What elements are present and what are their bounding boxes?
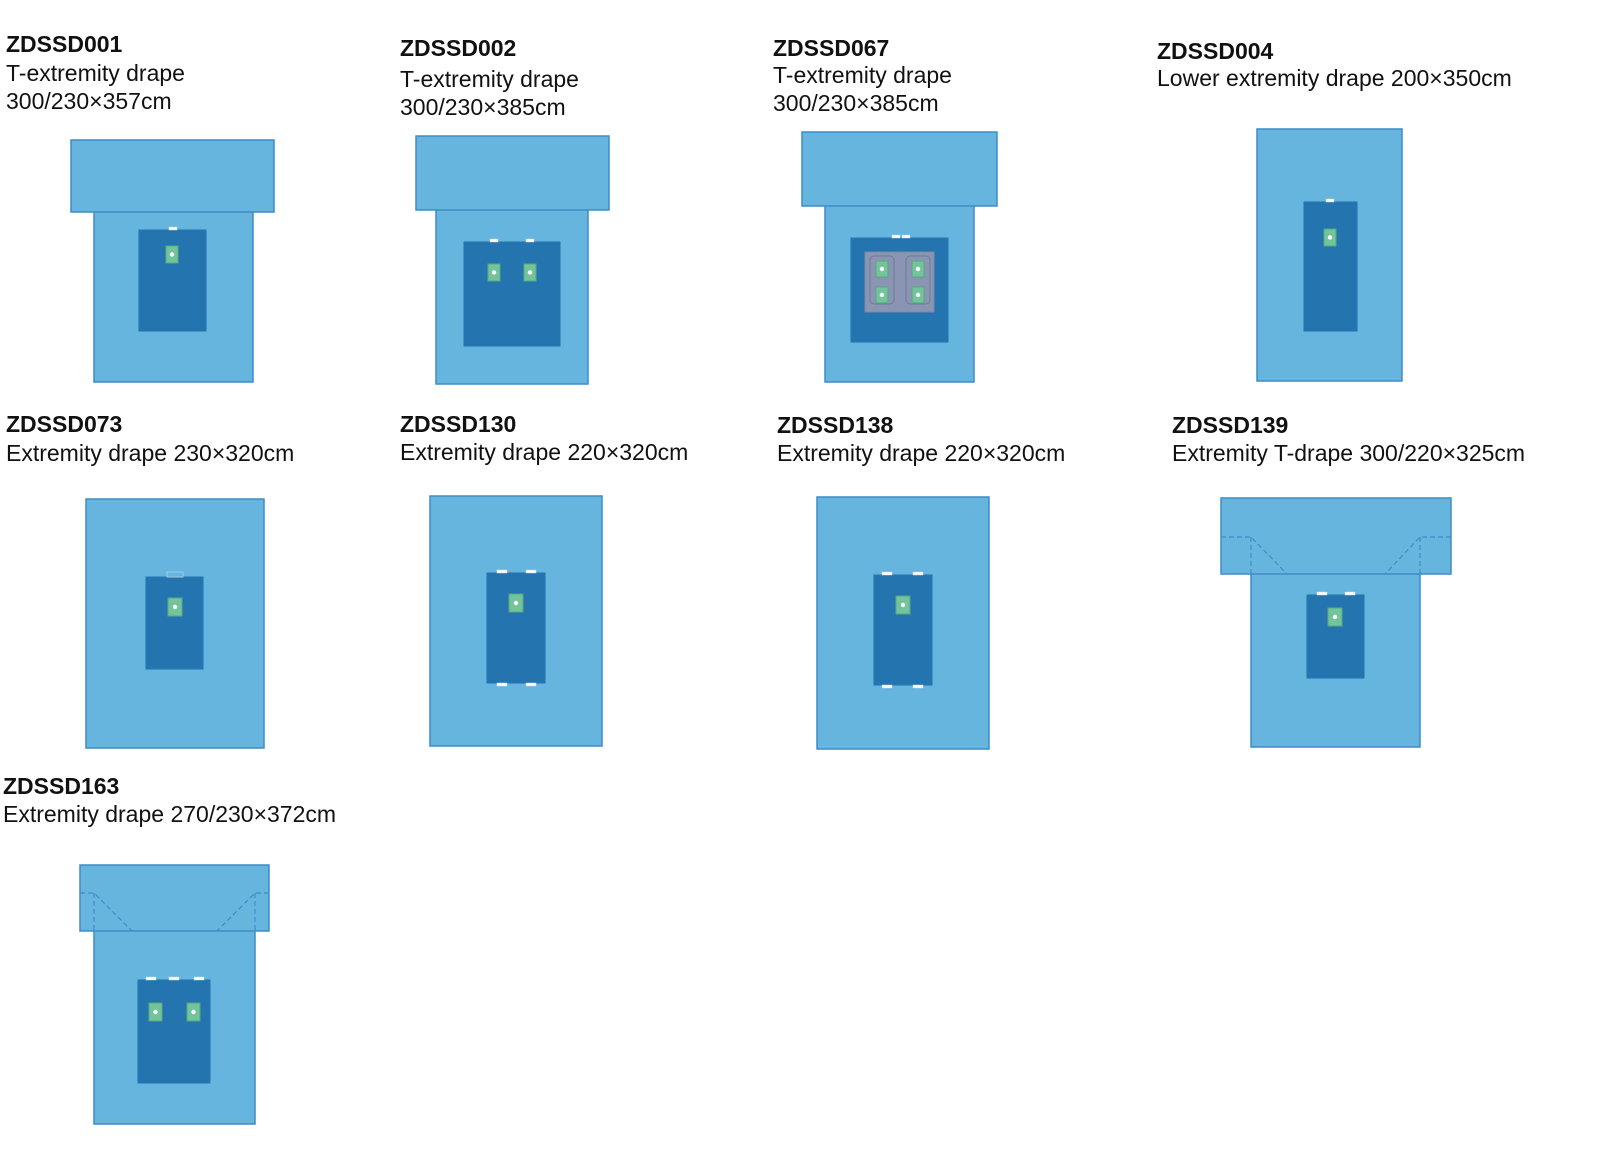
tape-tab (145, 976, 157, 981)
tape-tab (1325, 198, 1335, 203)
fenestration-hole (879, 266, 885, 272)
fenestration-area (873, 574, 933, 686)
fold-line (216, 892, 269, 932)
drape-top-wing (79, 864, 270, 932)
fenestration-hole (1332, 614, 1338, 620)
tape-tab (496, 569, 508, 574)
fenestration-hole (879, 292, 885, 298)
tape-tab (912, 684, 924, 689)
fold-line (1384, 536, 1451, 575)
drape-zdssd139 (1220, 497, 1452, 748)
tape-tab (525, 238, 535, 243)
drape-zdssd138 (816, 496, 990, 750)
fenestration-hole (169, 252, 175, 257)
tape-tab (901, 234, 911, 239)
product-size: 300/230×357cm (6, 88, 172, 114)
drape-top-wing (70, 139, 275, 213)
fenestration-hole (527, 270, 533, 275)
tape-tab (881, 571, 893, 576)
product-code: ZDSSD004 (1157, 38, 1274, 64)
fenestration-hole (153, 1009, 158, 1015)
fold-line (1221, 536, 1288, 575)
fenestration-hole (491, 270, 497, 275)
tape-tab (881, 684, 893, 689)
product-description: T-extremity drape (6, 60, 185, 86)
fenestration-hole (1327, 235, 1333, 240)
fenestration-hole (915, 266, 921, 272)
tube-holder (166, 571, 184, 578)
tape-tab (912, 571, 924, 576)
product-code: ZDSSD002 (400, 35, 517, 61)
tape-tab (489, 238, 499, 243)
drape-zdssd130 (429, 495, 603, 747)
tape-tab (496, 682, 508, 687)
fenestration-area (1306, 594, 1365, 679)
drape-zdssd004 (1256, 128, 1403, 382)
tape-tab (525, 682, 537, 687)
fold-line (80, 892, 133, 932)
product-code: ZDSSD130 (400, 411, 517, 437)
drape-body (816, 496, 990, 750)
drape-top-wing (801, 131, 998, 207)
tape-tab (168, 976, 180, 981)
fenestration-hole (915, 292, 921, 298)
tape-tab (193, 976, 205, 981)
product-code: ZDSSD139 (1172, 412, 1289, 438)
drape-zdssd001 (70, 139, 275, 383)
product-code: ZDSSD067 (773, 35, 890, 61)
product-description: Extremity T-drape 300/220×325cm (1172, 440, 1526, 466)
fenestration-hole (513, 600, 519, 606)
fenestration-area (463, 241, 561, 347)
fenestration-area (1303, 201, 1358, 332)
tape-tab (891, 234, 901, 239)
product-code: ZDSSD001 (6, 31, 123, 57)
drape-zdssd067 (801, 131, 998, 383)
drape-top-wing (1220, 497, 1452, 575)
product-code: ZDSSD138 (777, 412, 894, 438)
product-description: Extremity drape 220×320cm (777, 440, 1066, 466)
fenestration-hole (172, 604, 178, 610)
fenestration-area (486, 572, 546, 684)
fenestration-area (137, 979, 211, 1084)
product-description: Lower extremity drape 200×350cm (1157, 65, 1512, 91)
product-description: T-extremity drape (400, 66, 579, 92)
product-description: Extremity drape 270/230×372cm (3, 801, 337, 827)
product-size: 300/230×385cm (400, 94, 566, 120)
product-code: ZDSSD163 (3, 773, 120, 799)
product-description: Extremity drape 220×320cm (400, 439, 689, 465)
fenestration-area (138, 229, 207, 332)
fenestration-hole (900, 602, 906, 608)
fenestration-hole (191, 1009, 196, 1015)
drape-zdssd002 (415, 135, 610, 385)
product-description: Extremity drape 230×320cm (6, 440, 295, 466)
tape-tab (525, 569, 537, 574)
product-size: 300/230×385cm (773, 90, 939, 116)
tape-tab (168, 226, 178, 231)
tape-tab (1316, 591, 1328, 596)
product-code: ZDSSD073 (6, 411, 123, 437)
product-description: T-extremity drape (773, 62, 952, 88)
drape-top-wing (415, 135, 610, 211)
drape-zdssd163 (79, 864, 270, 1125)
fenestration-area (145, 576, 204, 670)
drape-zdssd073 (85, 498, 265, 749)
tape-tab (1344, 591, 1356, 596)
